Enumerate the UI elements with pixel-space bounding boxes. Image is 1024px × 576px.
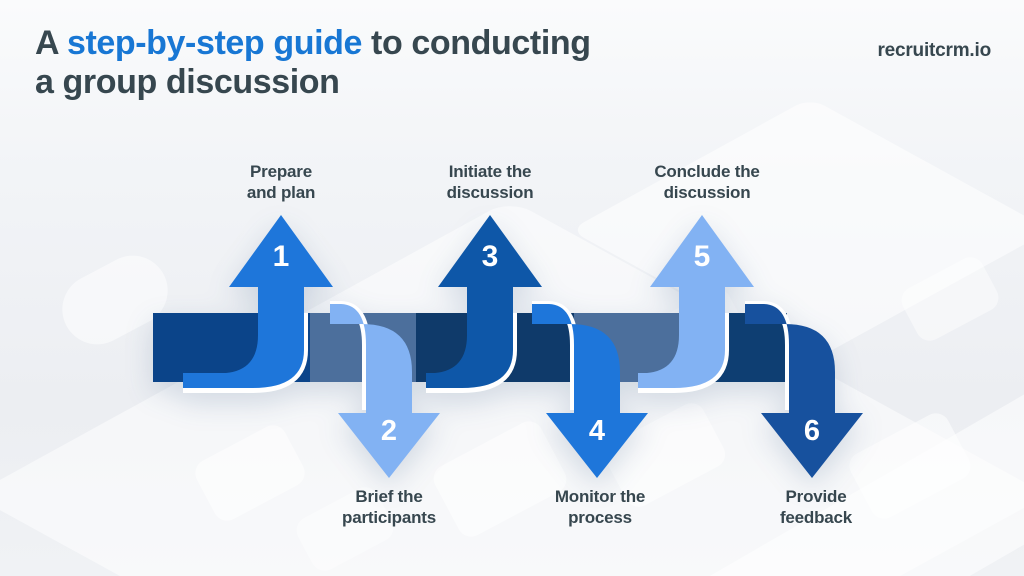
step-5-number: 5 [693, 240, 711, 273]
step-3-label: Initiate the discussion [400, 161, 580, 203]
label-line: Initiate the [448, 162, 532, 181]
label-line: Brief the [355, 487, 423, 506]
label-line: and plan [246, 183, 316, 202]
title-text: A [35, 24, 67, 62]
step-2-number: 2 [380, 415, 398, 447]
label-line: feedback [779, 508, 853, 527]
step-3-ribbon [426, 280, 513, 388]
step-4-label: Monitor the process [510, 486, 690, 528]
label-line: Monitor the [554, 487, 646, 506]
label-line: Prepare [250, 162, 312, 181]
step-4-number: 4 [588, 415, 606, 447]
step-3-up-arrow-icon [438, 215, 542, 287]
page-title: A step-by-step guide to conducting a grou… [35, 24, 735, 102]
step-2-ribbon [330, 304, 412, 416]
step-4-down-arrow-icon [546, 413, 648, 478]
step-4-ribbon [532, 304, 620, 416]
step-6-number: 6 [803, 415, 821, 447]
label-line: discussion [663, 183, 751, 202]
step-5-label: Conclude the discussion [617, 161, 797, 203]
step-6-down-arrow-icon [761, 413, 863, 478]
step-6-label: Provide feedback [726, 486, 906, 528]
step-1-label: Prepare and plan [191, 161, 371, 203]
step-3-number: 3 [481, 240, 499, 273]
label-line: participants [342, 508, 436, 527]
step-6-ribbon [745, 304, 835, 416]
step-5-ribbon [638, 280, 725, 388]
label-line: process [568, 508, 632, 527]
label-line: Provide [785, 487, 847, 506]
title-highlight: step-by-step guide [66, 24, 363, 62]
brand-logo: recruitcrm.io [877, 40, 991, 61]
label-line: discussion [446, 183, 534, 202]
title-line2: a group discussion [35, 63, 340, 101]
step-2-label: Brief the participants [299, 486, 479, 528]
step-1-ribbon [183, 280, 304, 388]
label-line: Conclude the [654, 162, 760, 181]
step-5-up-arrow-icon [650, 215, 754, 287]
title-text: to conducting [362, 24, 591, 62]
step-1-up-arrow-icon [229, 215, 333, 287]
step-1-number: 1 [272, 240, 290, 273]
step-2-down-arrow-icon [338, 413, 440, 478]
